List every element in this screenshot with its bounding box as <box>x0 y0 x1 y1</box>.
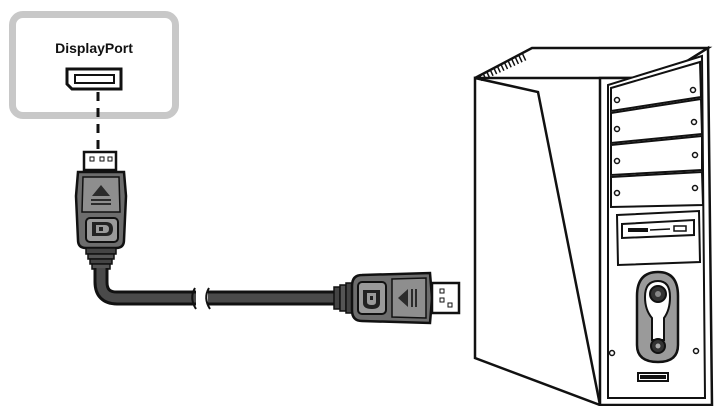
displayport-plug-bottom <box>333 271 461 325</box>
pc-tower-icon <box>473 45 714 406</box>
displayport-cable <box>93 268 336 310</box>
power-button-panel <box>635 270 680 364</box>
floppy-drive <box>615 209 702 267</box>
displayport-plug-top <box>74 150 128 270</box>
cable-break-mark <box>205 287 211 310</box>
port-callout: DisplayPort <box>9 11 179 119</box>
cable-break-mark <box>191 287 197 310</box>
displayport-socket-icon <box>65 67 123 91</box>
displayport-logo-icon <box>92 222 113 236</box>
port-label: DisplayPort <box>55 40 133 56</box>
drive-bays <box>610 60 705 209</box>
displayport-logo-icon <box>363 290 380 309</box>
